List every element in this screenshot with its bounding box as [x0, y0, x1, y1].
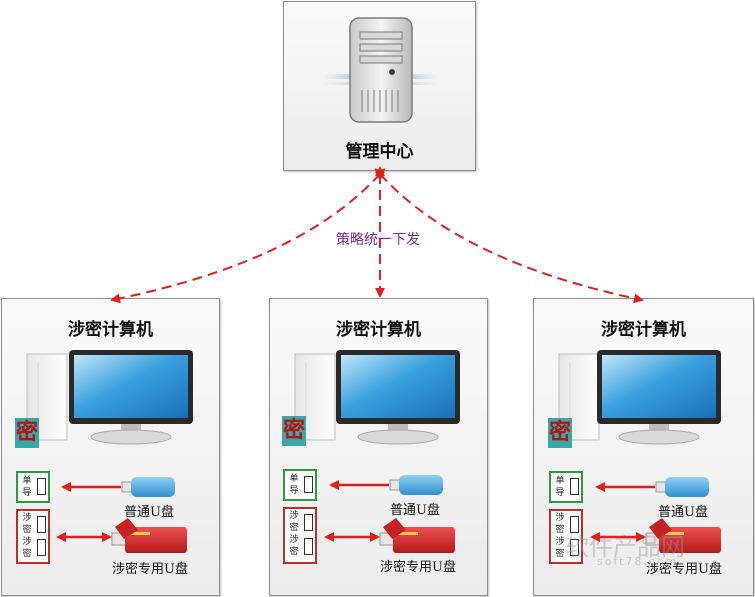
secret-computer-title: 涉密计算机 — [336, 320, 421, 340]
secret-usb-drive-icon — [645, 518, 721, 553]
port-group-label: 单 — [555, 476, 565, 486]
management-center-box: 管理中心 — [283, 1, 476, 171]
normal-usb-drive-icon — [655, 477, 709, 497]
usb-port — [37, 516, 46, 533]
port-group-label: 密 — [289, 547, 299, 557]
port-group-label: 涉 — [22, 513, 32, 523]
single-import-port-group: 单 导 — [16, 471, 50, 503]
port-group-label: 单 — [22, 476, 32, 486]
secret-port-group: 涉 密 涉 密 — [16, 509, 50, 564]
port-group-label: 密 — [289, 523, 299, 533]
usb-port — [37, 478, 46, 495]
usb-port — [304, 538, 313, 555]
port-group-label: 涉 — [22, 537, 32, 547]
secret-usb-label: 涉密专用U盘 — [646, 562, 722, 577]
policy-arrow-left — [110, 168, 386, 304]
secret-port-group: 涉 密 涉 密 — [283, 507, 317, 564]
secret-computer-title: 涉密计算机 — [601, 320, 686, 340]
normal-usb-drive-icon — [389, 475, 443, 495]
secret-usb-label: 涉密专用U盘 — [380, 560, 456, 575]
usb-port — [570, 478, 579, 495]
port-group-label: 单 — [289, 474, 299, 484]
desktop-computer-icon — [294, 350, 460, 445]
secret-seal-stamp: 密 — [282, 416, 306, 446]
desktop-computer-icon — [26, 350, 193, 445]
port-group-label: 密 — [22, 549, 32, 559]
port-group-label: 涉 — [555, 513, 565, 523]
usb-port — [304, 514, 313, 531]
secret-port-group: 涉 密 涉 密 — [549, 509, 583, 564]
port-group-label: 导 — [289, 486, 299, 496]
port-group-label: 密 — [555, 525, 565, 535]
secret-seal-stamp: 密 — [15, 418, 39, 448]
port-group-label: 导 — [555, 488, 565, 498]
usb-port — [570, 516, 579, 533]
management-center-title: 管理中心 — [345, 142, 414, 162]
policy-arrow-right — [374, 168, 644, 304]
usb-port — [304, 476, 313, 493]
port-group-label: 导 — [22, 488, 32, 498]
secret-usb-label: 涉密专用U盘 — [112, 562, 188, 577]
port-group-label: 涉 — [289, 511, 299, 521]
usb-port — [37, 539, 46, 556]
secret-usb-drive-icon — [111, 518, 187, 553]
usb-port — [570, 539, 579, 556]
desktop-computer-icon — [558, 350, 721, 445]
secret-computer-title: 涉密计算机 — [68, 320, 153, 340]
port-group-label: 涉 — [555, 537, 565, 547]
normal-usb-label: 普通U盘 — [658, 505, 708, 520]
single-import-port-group: 单 导 — [549, 471, 583, 503]
port-group-label: 涉 — [289, 535, 299, 545]
watermark-url: soft78.com — [597, 555, 679, 568]
single-import-port-group: 单 导 — [283, 469, 317, 501]
normal-usb-label: 普通U盘 — [124, 505, 174, 520]
server-icon — [322, 17, 439, 123]
port-group-label: 密 — [555, 549, 565, 559]
normal-usb-drive-icon — [121, 477, 175, 497]
secret-usb-drive-icon — [379, 518, 455, 553]
port-group-label: 密 — [22, 525, 32, 535]
normal-usb-label: 普通U盘 — [390, 503, 440, 518]
secret-seal-stamp: 密 — [548, 418, 572, 448]
